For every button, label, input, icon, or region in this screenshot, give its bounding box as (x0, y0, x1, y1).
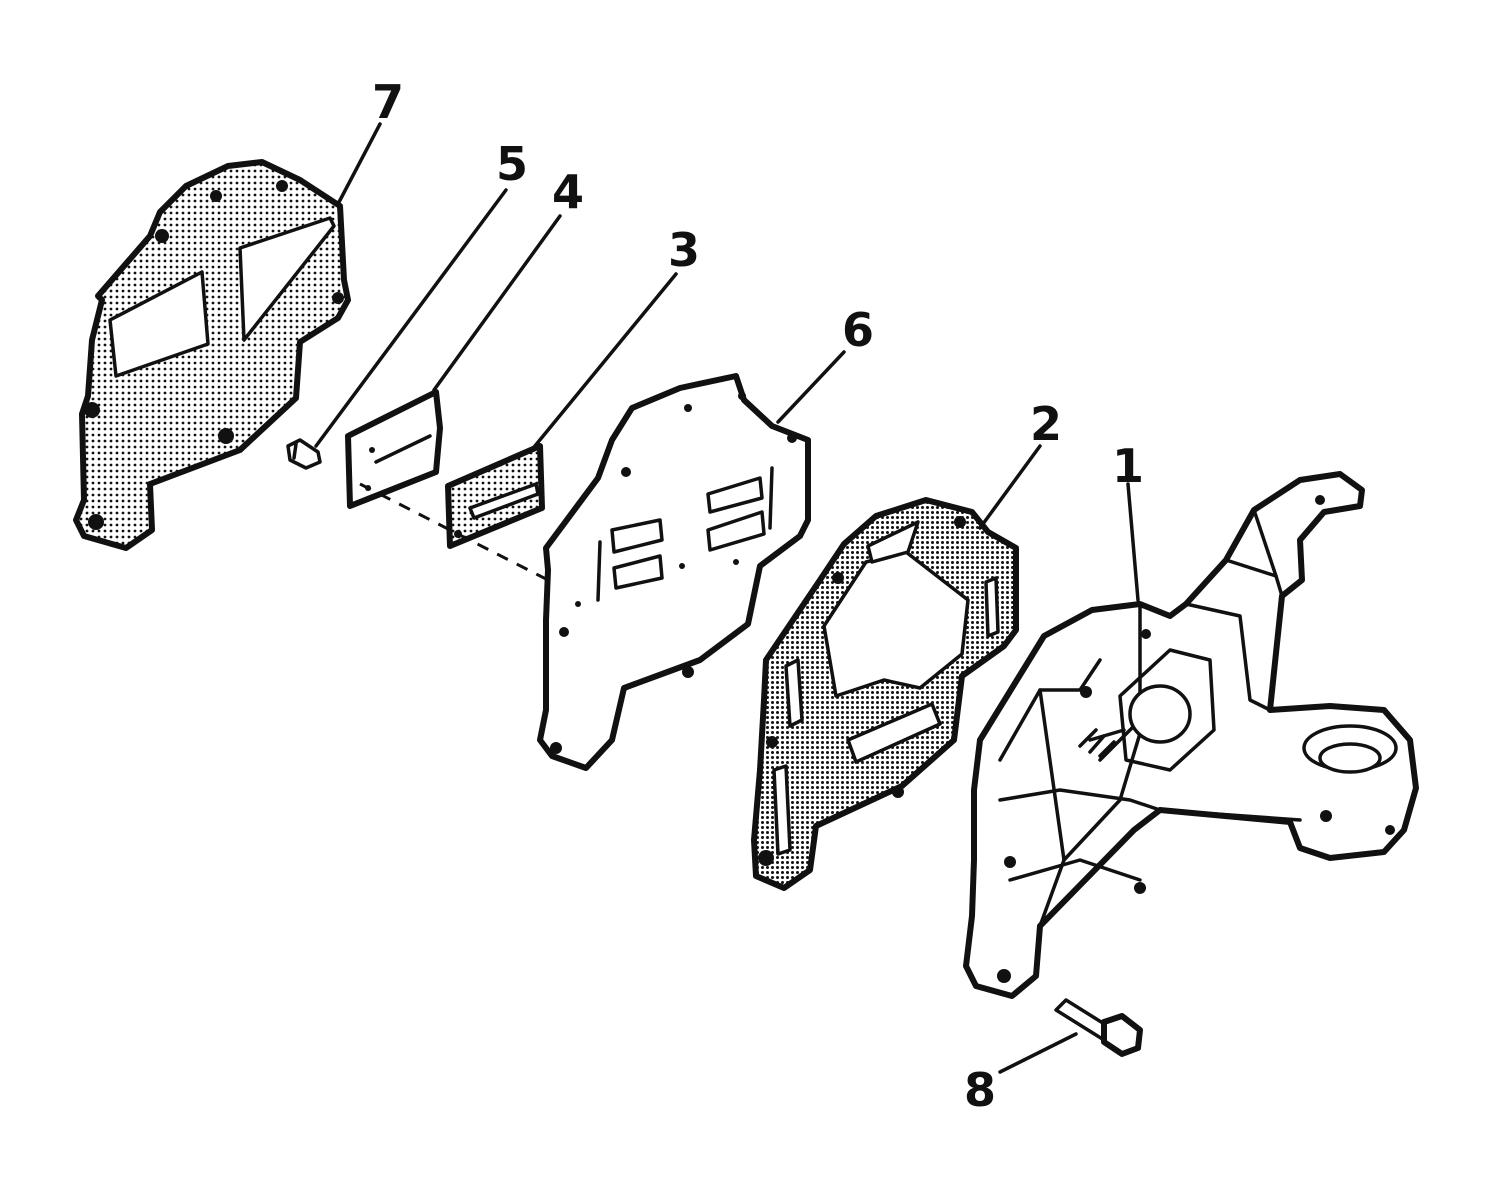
part-1-intake-manifold (963, 471, 1419, 999)
part-5-screw (286, 438, 322, 470)
callout-8: 8 (964, 1063, 996, 1117)
callout-2: 2 (1030, 397, 1062, 451)
callout-4: 4 (552, 165, 584, 219)
part-8-bolt (1054, 998, 1143, 1057)
callout-1: 1 (1112, 439, 1144, 493)
callout-6: 6 (842, 303, 874, 357)
leader-1 (1126, 482, 1140, 602)
part-3-reed-valve (445, 443, 545, 549)
callout-7: 7 (372, 75, 404, 129)
leader-6 (776, 350, 846, 424)
part-4-reed-stop (345, 389, 443, 509)
leader-lines (314, 122, 1140, 1074)
leader-3 (528, 272, 678, 454)
callout-labels: 1 2 3 4 5 6 7 8 (372, 75, 1144, 1117)
callout-3: 3 (668, 223, 700, 277)
part-2-intake-gasket (751, 497, 1019, 891)
part-6-reed-plate (537, 373, 811, 771)
part-7-cover-gasket (73, 159, 351, 551)
leader-2 (978, 444, 1042, 530)
leader-5 (314, 188, 508, 448)
leader-7 (336, 122, 382, 206)
leader-8 (998, 1032, 1078, 1074)
leader-4 (432, 214, 562, 392)
callout-5: 5 (496, 137, 528, 191)
